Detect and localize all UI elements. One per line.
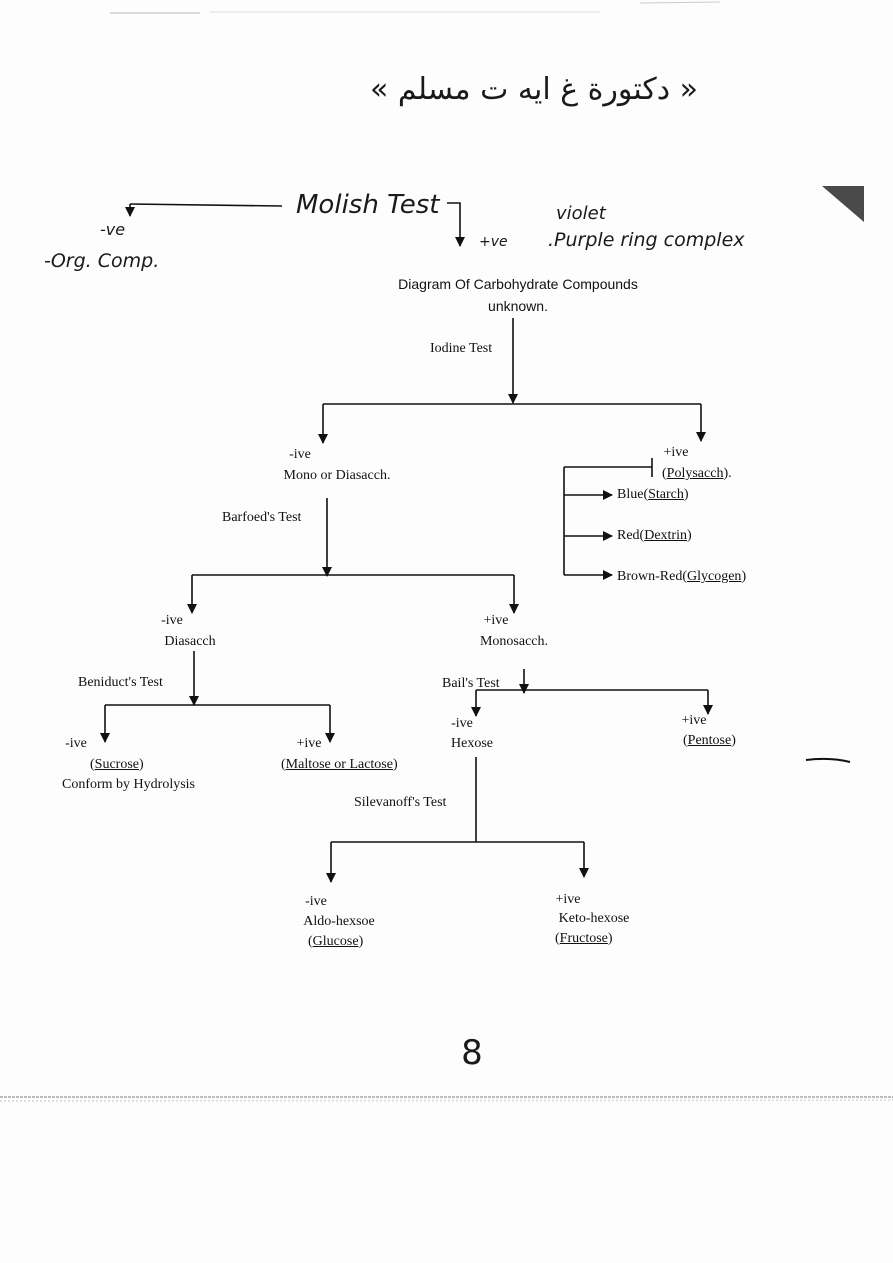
polysacch-result: (Polysacch). xyxy=(662,466,732,482)
violet-label: violet xyxy=(556,203,606,224)
polysacch-close: ). xyxy=(723,466,732,481)
benedict-negative: -ive xyxy=(65,736,87,751)
scan-artifacts xyxy=(0,1,893,1102)
red-dextrin: Red(Dextrin) xyxy=(617,528,692,544)
bial-test-label: Bail's Test xyxy=(442,676,500,691)
hydrolysis-note: Conform by Hydrolysis xyxy=(62,777,195,792)
benedict-test-label: Beniduct's Test xyxy=(78,675,163,690)
iodine-test-label: Iodine Test xyxy=(430,341,493,356)
maltose-close: ) xyxy=(392,757,398,772)
barfoed-negative: -ive xyxy=(161,613,183,628)
fructose-result: (Fructose) xyxy=(555,931,613,947)
maltose-word: Maltose or Lactose xyxy=(285,757,393,772)
tree-lines xyxy=(100,318,713,883)
bial-positive: +ive xyxy=(681,713,707,728)
molish-negative: -ve xyxy=(100,220,126,239)
barfoed-positive-result: Monosacch. xyxy=(479,634,549,649)
molish-negative-result: -Org. Comp. xyxy=(44,250,160,272)
iodine-negative: -ive xyxy=(289,447,311,462)
bial-negative: -ive xyxy=(451,716,473,731)
brown-close: ) xyxy=(741,569,747,584)
glucose-open: ( xyxy=(308,934,313,949)
iodine-negative-result: Mono or Diasacch. xyxy=(283,468,391,483)
benedict-positive: +ive xyxy=(296,736,322,751)
page-number: 8 xyxy=(461,1033,483,1073)
seliwanoff-negative-result: Aldo-hexsoe xyxy=(303,914,375,929)
pentose-result: (Pentose) xyxy=(683,733,736,749)
red-close: ) xyxy=(686,528,692,543)
molish-positive: +ve xyxy=(479,234,508,250)
pentose-close: ) xyxy=(731,733,736,748)
brown-word: Brown-Red( xyxy=(617,569,687,584)
polysacch-word: Polysacch xyxy=(666,466,724,481)
molish-test-label: Molish Test xyxy=(296,190,440,220)
seliwanoff-negative: -ive xyxy=(305,894,327,909)
blue-close: ) xyxy=(683,487,689,502)
polysacch-open: ( xyxy=(662,466,667,481)
maltose-open: ( xyxy=(281,757,286,772)
starch-word: Starch xyxy=(648,487,684,502)
barfoed-test-label: Barfoed's Test xyxy=(222,510,302,525)
sucrose-close: ) xyxy=(139,757,144,772)
glycogen-word: Glycogen xyxy=(687,569,742,584)
seliwanoff-positive: +ive xyxy=(555,892,581,907)
bial-negative-result: Hexose xyxy=(451,736,493,751)
fructose-open: ( xyxy=(555,931,560,946)
brown-red-glycogen: Brown-Red(Glycogen) xyxy=(617,569,746,585)
dextrin-word: Dextrin xyxy=(644,528,687,543)
glucose-word: Glucose xyxy=(312,934,359,949)
blue-starch: Blue(Starch) xyxy=(617,487,689,503)
blue-word: Blue( xyxy=(617,487,649,502)
pentose-open: ( xyxy=(683,733,688,748)
seliwanoff-test-label: Silevanoff's Test xyxy=(354,795,447,810)
instructor-name: « دكتورة غ ايه ت مسلم » xyxy=(370,72,698,107)
diagram-subtitle: unknown. xyxy=(488,298,548,314)
purple-ring-label: .Purple ring complex xyxy=(548,229,745,251)
sucrose-result: (Sucrose) xyxy=(90,757,144,773)
barfoed-positive: +ive xyxy=(483,613,509,628)
sucrose-word: Sucrose xyxy=(94,757,139,772)
barfoed-negative-result: Diasacch xyxy=(164,634,216,649)
molish-bracket xyxy=(125,202,465,247)
maltose-lactose-result: (Maltose or Lactose) xyxy=(281,757,398,773)
glucose-result: (Glucose) xyxy=(308,934,363,950)
sucrose-open: ( xyxy=(90,757,95,772)
fructose-word: Fructose xyxy=(559,931,608,946)
diagram-title: Diagram Of Carbohydrate Compounds xyxy=(398,276,638,292)
glucose-close: ) xyxy=(358,934,364,949)
seliwanoff-positive-result: Keto-hexose xyxy=(558,911,630,926)
red-word: Red( xyxy=(617,528,645,543)
pentose-word: Pentose xyxy=(687,733,732,748)
iodine-positive: +ive xyxy=(663,445,689,460)
fructose-close: ) xyxy=(607,931,613,946)
